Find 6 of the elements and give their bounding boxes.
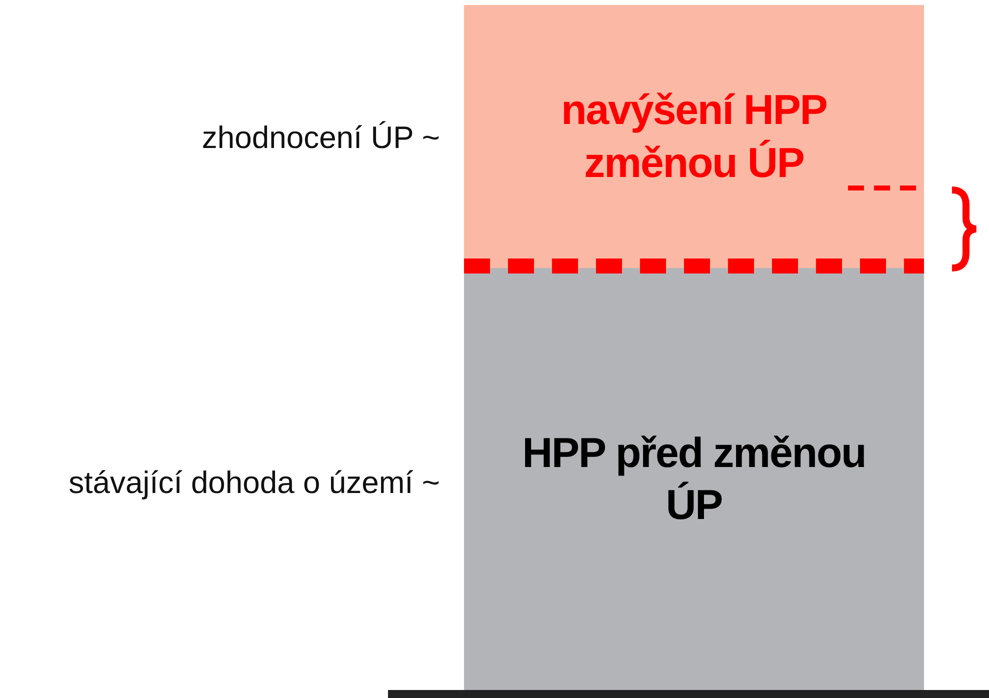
existing-area-block bbox=[464, 268, 924, 690]
raised-area-block bbox=[464, 5, 924, 268]
side-label: zhodnocení ÚP ~ bbox=[202, 120, 440, 156]
block-label: HPP před změnou ÚP bbox=[521, 428, 867, 530]
side-label: stávající dohoda o území ~ bbox=[68, 465, 440, 501]
block-label: navýšení HPP změnou ÚP bbox=[560, 85, 828, 188]
